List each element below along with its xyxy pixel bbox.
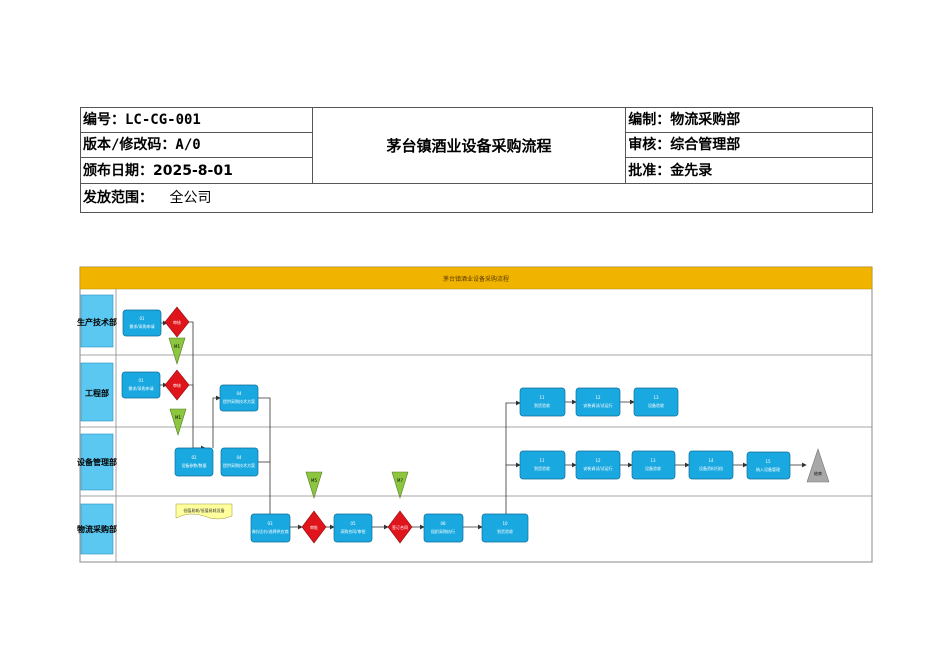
process-step: 05 采购合同/审批	[333, 513, 373, 543]
document-header-table: 编号：LC-CG-001 茅台镇酒业设备采购流程 编制：物流采购部 版本/修改码…	[80, 107, 873, 213]
decision-label: 审批	[310, 524, 318, 530]
doc-reviewer: 审核：综合管理部	[625, 132, 873, 158]
flowchart-frame	[79, 266, 873, 563]
process-step: 13 设备验收	[631, 450, 676, 480]
process-step: 04 提供采购技术方案	[220, 447, 259, 477]
step-label: 需求/采购申请	[128, 385, 153, 391]
decision-label: 审核	[173, 382, 181, 388]
step-number: 11	[539, 458, 545, 463]
step-number: 01	[139, 316, 145, 321]
doc-issue-date: 颁布日期：2025-8-01	[80, 157, 313, 184]
step-label: 到货验收	[497, 528, 513, 534]
decision-label: 签订合同	[392, 524, 408, 530]
step-label: 采购合同/审批	[340, 528, 365, 534]
end-node: 结束	[806, 448, 830, 483]
lane-name: 设备管理部	[77, 457, 117, 467]
merge-node: M1	[169, 408, 187, 437]
step-number: 02	[191, 455, 197, 460]
process-step: 14 设备资料归档	[688, 450, 734, 480]
lane-label-logistics: 物流采购部	[77, 503, 117, 555]
flow-connectors	[160, 320, 807, 530]
merge-node: M5	[305, 471, 323, 500]
process-step: 03 询价比价/选择供应商	[250, 513, 291, 543]
lane-name: 物流采购部	[77, 524, 117, 534]
decision-node: 审批	[301, 510, 327, 544]
step-number: 01	[138, 378, 144, 383]
lane-label-equipment: 设备管理部	[77, 433, 117, 491]
flowchart-title-bar	[79, 266, 873, 290]
process-step: 02 设备参数/数量	[174, 447, 214, 477]
process-step: 13 设备验收	[633, 387, 679, 417]
decision-node: 审核	[164, 369, 190, 401]
step-label: 设备参数/数量	[181, 462, 206, 468]
process-step: 12 安装调试/试运行	[575, 387, 621, 417]
merge-label: M7	[397, 478, 403, 483]
step-label: 提供采购技术方案	[223, 398, 255, 404]
step-label: 到货验收	[534, 402, 550, 408]
merge-node: M1	[168, 337, 186, 366]
step-number: 04	[236, 455, 242, 460]
step-number: 05	[350, 521, 356, 526]
process-step: 15 纳入设备管理	[746, 451, 791, 480]
process-step: 11 到货验收	[519, 450, 566, 480]
step-label: 询价比价/选择供应商	[251, 528, 288, 534]
step-label: 设备资料归档	[699, 465, 723, 471]
step-number: 11	[539, 395, 545, 400]
scope-label: 发放范围：	[83, 190, 153, 206]
step-label: 设备验收	[648, 402, 664, 408]
step-number: 08	[440, 521, 446, 526]
note-label: 低值易耗/低值易耗设备	[183, 507, 224, 513]
process-step: 12 安装调试/试运行	[575, 450, 621, 480]
decision-node: 审核	[164, 306, 190, 338]
doc-version: 版本/修改码：A/0	[80, 132, 313, 158]
step-number: 15	[765, 459, 771, 464]
doc-title: 茅台镇酒业设备采购流程	[311, 107, 627, 184]
step-label: 安装调试/试运行	[583, 402, 612, 408]
flowchart-title: 茅台镇酒业设备采购流程	[443, 275, 509, 283]
doc-scope: 发放范围： 全公司	[80, 183, 873, 213]
end-label: 结束	[814, 470, 822, 476]
process-step: 11 到货验收	[519, 387, 566, 417]
document-note: 低值易耗/低值易耗设备	[175, 503, 233, 520]
process-step: 04 提供采购技术方案	[219, 384, 259, 412]
step-label: 组织采购执行	[431, 528, 455, 534]
lane-name: 工程部	[85, 388, 109, 398]
step-number: 04	[236, 391, 242, 396]
merge-label: M5	[311, 478, 317, 483]
step-number: 10	[502, 521, 508, 526]
step-number: 03	[267, 521, 273, 526]
scope-value: 全公司	[169, 190, 212, 206]
step-label: 纳入设备管理	[756, 466, 780, 472]
step-number: 14	[708, 458, 714, 463]
process-step: 08 组织采购执行	[423, 513, 464, 543]
process-step: 10 到货验收	[481, 513, 529, 543]
process-step: 01 需求/采购申请	[121, 371, 161, 399]
step-label: 提供采购技术方案	[223, 462, 255, 468]
merge-label: M1	[174, 344, 180, 349]
step-number: 12	[595, 458, 601, 463]
step-number: 13	[653, 395, 659, 400]
step-number: 13	[650, 458, 656, 463]
decision-label: 审核	[173, 319, 181, 325]
lane-name: 生产技术部	[77, 317, 117, 327]
step-label: 安装调试/试运行	[583, 465, 612, 471]
merge-label: M1	[175, 415, 181, 420]
merge-node: M7	[391, 471, 409, 500]
lane-label-production: 生产技术部	[77, 294, 117, 348]
lane-label-engineering: 工程部	[80, 362, 114, 422]
doc-code: 编号：LC-CG-001	[80, 107, 313, 133]
step-label: 需求/采购申请	[129, 323, 154, 329]
step-number: 12	[595, 395, 601, 400]
step-label: 到货验收	[534, 465, 550, 471]
doc-approver: 批准：金先录	[625, 157, 873, 184]
process-step: 01 需求/采购申请	[122, 309, 162, 337]
decision-node: 签订合同	[387, 510, 413, 544]
step-label: 设备验收	[645, 465, 661, 471]
